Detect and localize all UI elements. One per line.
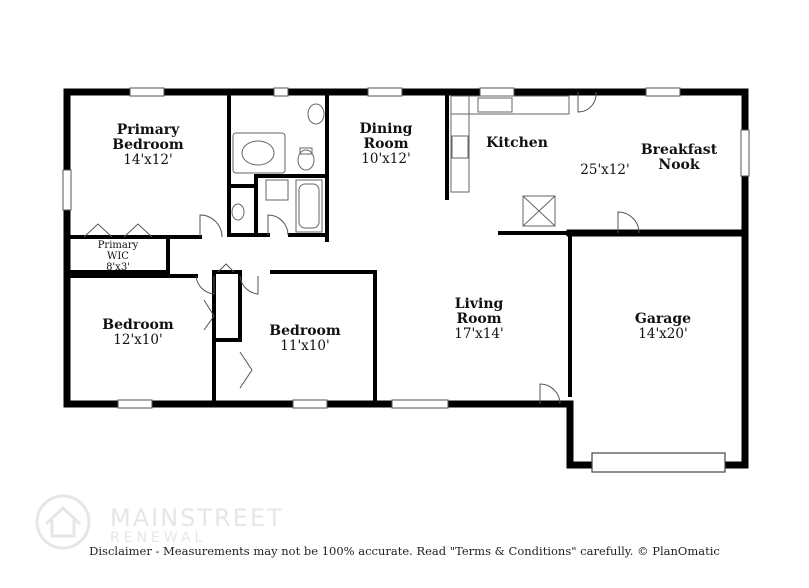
watermark-name: MAINSTREET (110, 504, 284, 532)
room-kitchen-nook-size: 25'x12' (580, 162, 629, 178)
bath-fixtures (231, 103, 325, 233)
attic-access (522, 195, 556, 227)
windows (62, 87, 750, 409)
room-garage-name: Garage (635, 311, 691, 327)
room-kitchen-name: Kitchen (486, 135, 548, 151)
room-living-name-1: Living (455, 296, 504, 312)
room-breakfast-nook-name-2: Nook (658, 157, 699, 173)
room-primary-wic-name-1: Primary (98, 240, 139, 251)
room-primary-bedroom-size: 14'x12' (123, 152, 172, 168)
disclaimer-text: Disclaimer - Measurements may not be 100… (89, 544, 720, 558)
room-breakfast-nook-name-1: Breakfast (641, 142, 718, 158)
room-living-name-2: Room (456, 311, 501, 327)
watermark-logo: MAINSTREET RENEWAL (28, 490, 328, 550)
room-living-size: 17'x14' (454, 326, 503, 342)
room-primary-bedroom-name-2: Bedroom (112, 137, 184, 153)
room-primary-wic-size: 8'x3' (106, 262, 130, 273)
room-primary-wic-name-2: WIC (107, 251, 129, 262)
room-dining-name-1: Dining (360, 121, 413, 137)
garage-door (591, 452, 726, 473)
room-garage-size: 14'x20' (638, 326, 687, 342)
room-dining-name-2: Room (363, 136, 408, 152)
room-bedroom-2-name: Bedroom (102, 317, 174, 333)
room-bedroom-3-name: Bedroom (269, 323, 341, 339)
room-bedroom-2-size: 12'x10' (113, 332, 162, 348)
doors (83, 91, 640, 405)
room-primary-bedroom-name-1: Primary (117, 122, 180, 138)
watermark-sub: RENEWAL (110, 530, 207, 546)
house-logo-icon (35, 494, 91, 550)
kitchen-counters (450, 95, 570, 193)
interior-walls (69, 94, 743, 402)
room-labels: Primary Bedroom 14'x12' Dining Room 10'x… (98, 121, 718, 354)
floor-plan: Primary Bedroom 14'x12' Dining Room 10'x… (62, 87, 750, 473)
room-dining-size: 10'x12' (361, 151, 410, 167)
room-bedroom-3-size: 11'x10' (280, 338, 329, 354)
